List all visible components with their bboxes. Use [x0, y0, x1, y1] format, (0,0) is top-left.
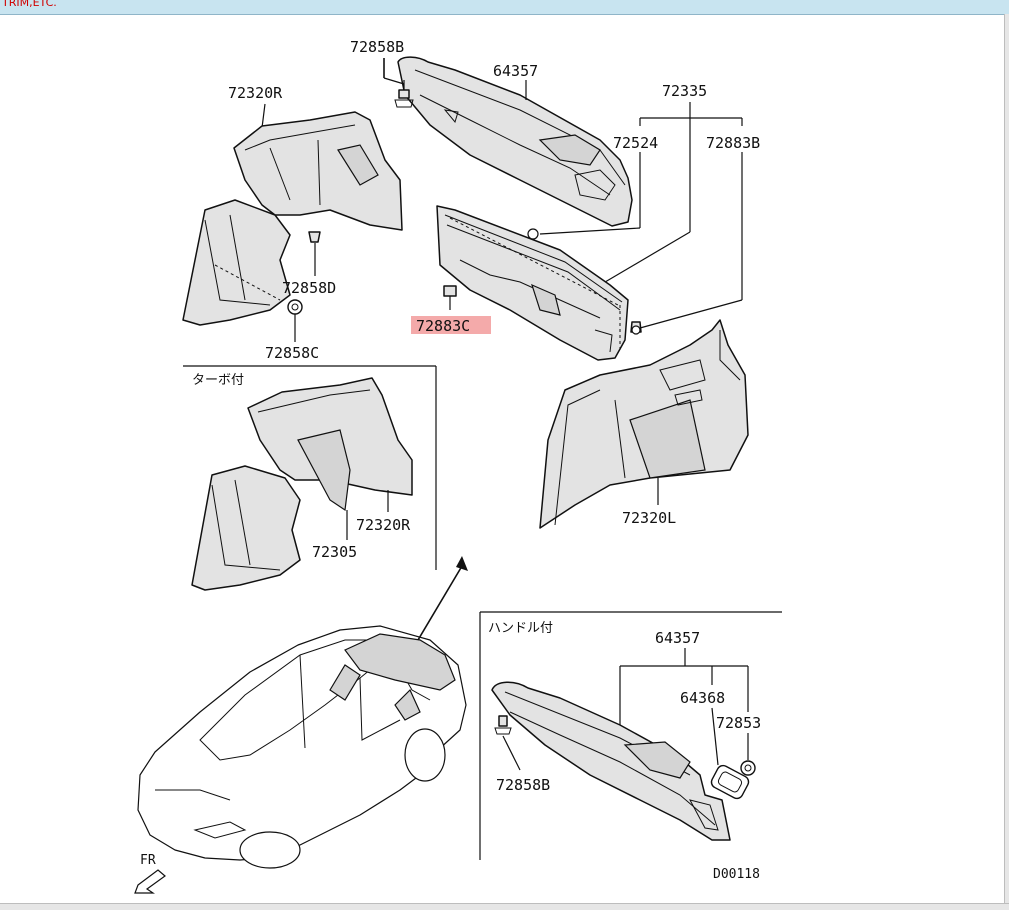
handle-inset-label: ハンドル付 — [488, 621, 553, 636]
horizontal-scrollbar[interactable] — [0, 903, 1009, 910]
label-72320L: 72320L — [622, 509, 676, 527]
trim-72320R-turbo[interactable] — [191, 377, 413, 591]
label-72853: 72853 — [716, 714, 761, 732]
turbo-inset-label: ターボ付 — [192, 373, 244, 388]
leader-72524-b — [539, 227, 641, 235]
window-title-bar: TRIM,ETC. — [0, 0, 1009, 15]
label-72858B-top: 72858B — [350, 38, 404, 56]
label-72335: 72335 — [662, 82, 707, 100]
label-72320R-top: 72320R — [228, 84, 283, 102]
panel-64357-top[interactable] — [397, 56, 633, 227]
label-72320R-turbo: 72320R — [356, 516, 411, 534]
leader-72320R-top — [261, 103, 266, 129]
clip-72883C[interactable] — [443, 285, 457, 310]
label-72858C: 72858C — [265, 344, 319, 362]
label-72858B-handle: 72858B — [496, 776, 550, 794]
label-72858D: 72858D — [282, 279, 336, 297]
vertical-scrollbar[interactable] — [1004, 14, 1009, 904]
label-72883B: 72883B — [706, 134, 760, 152]
inset-turbo — [183, 365, 437, 570]
handle-64368[interactable] — [709, 763, 750, 800]
trunk-sill-72335[interactable] — [436, 205, 629, 361]
fr-arrow-icon — [134, 869, 166, 894]
label-64368: 64368 — [680, 689, 725, 707]
label-72305: 72305 — [312, 543, 357, 561]
window-title: TRIM,ETC. — [2, 0, 57, 9]
leader-72883B-b — [639, 299, 743, 329]
inset-handle — [479, 611, 782, 860]
car-outline — [137, 556, 468, 869]
panel-64357-handle[interactable] — [491, 681, 731, 841]
clip-72858B-handle[interactable] — [494, 715, 521, 771]
leader-72335-d — [599, 231, 691, 286]
label-64357-top: 64357 — [493, 62, 538, 80]
label-72524: 72524 — [613, 134, 658, 152]
clip-72858D[interactable] — [308, 231, 321, 276]
clip-72858C[interactable] — [287, 299, 303, 342]
highlight-72883C — [411, 316, 491, 334]
clip-72853[interactable] — [740, 760, 756, 776]
clip-72524[interactable] — [527, 228, 539, 240]
label-64357-handle: 64357 — [655, 629, 700, 647]
label-72883C[interactable]: 72883C — [416, 317, 470, 335]
direction-label: FR — [140, 853, 156, 868]
clip-72858B-top[interactable] — [383, 58, 414, 108]
trim-72320L[interactable] — [539, 319, 749, 529]
diagram-id: D00118 — [713, 867, 760, 882]
clip-72883B[interactable] — [630, 321, 642, 335]
trim-72320R-top[interactable] — [182, 111, 403, 326]
leader-64368 — [711, 707, 719, 766]
